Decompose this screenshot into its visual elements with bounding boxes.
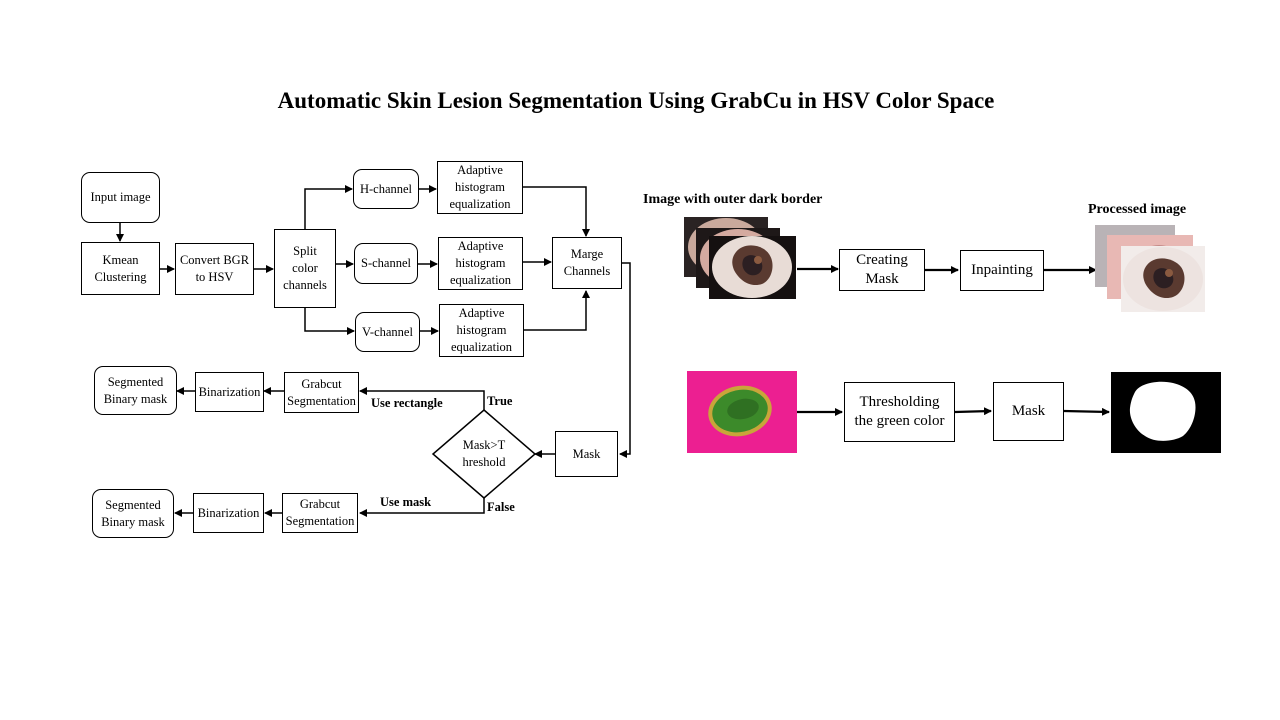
ahe-h-line1: Adaptive: [457, 163, 503, 178]
input-image-box: Input image: [81, 172, 160, 223]
thresholding-line1: Thresholding: [859, 393, 940, 410]
h-channel-label: H-channel: [359, 181, 413, 196]
ahe-v-line1: Adaptive: [458, 306, 505, 321]
binarization-top-label: Binarization: [198, 384, 261, 399]
decision-line2: hreshold: [462, 454, 506, 469]
mask-right-label: Mask: [1011, 402, 1046, 419]
creating-mask-line1: Creating: [856, 251, 908, 268]
processed-lesion-images: [1095, 225, 1205, 312]
creating-mask-line2: Mask: [865, 271, 899, 287]
s-channel-box: S-channel: [354, 243, 418, 284]
segmented-bottom-line1: Segmented: [105, 497, 161, 512]
ahe-s-line2: histogram: [455, 256, 506, 271]
convert-line1: Convert BGR: [179, 253, 250, 268]
ahe-s-line1: Adaptive: [457, 239, 504, 254]
segmented-top-line1: Segmented: [107, 374, 164, 389]
binarization-box-bottom: Binarization: [193, 493, 264, 533]
merge-line1: Marge: [570, 247, 604, 262]
split-line1: Split: [293, 244, 317, 259]
diagram-title: Automatic Skin Lesion Segmentation Using…: [277, 88, 995, 113]
convert-box: Convert BGR to HSV: [175, 243, 254, 295]
mask-left-label: Mask: [572, 446, 601, 461]
s-channel-label: S-channel: [361, 256, 411, 271]
use-rectangle-label: Use rectangle: [371, 396, 443, 410]
thresholding-box: Thresholding the green color: [844, 382, 955, 442]
use-mask-label: Use mask: [380, 495, 432, 509]
ahe-s-line3: equalization: [449, 272, 512, 287]
grabcut-top-line1: Grabcut: [301, 376, 342, 391]
false-label: False: [487, 500, 515, 514]
segmented-top-line2: Binary mask: [103, 391, 168, 406]
input-images-label: Image with outer dark border: [643, 192, 823, 207]
ahe-h-line2: histogram: [455, 180, 505, 195]
input-lesion-images: [684, 217, 796, 299]
decision-diamond: [431, 409, 537, 499]
thresholding-line2: the green color: [854, 413, 945, 429]
kmean-line2: Clustering: [94, 269, 147, 284]
mask-box-left: Mask: [555, 431, 618, 477]
binarization-bottom-label: Binarization: [197, 505, 260, 520]
input-image-label: Input image: [90, 190, 151, 205]
inpainting-label: Inpainting: [971, 261, 1033, 278]
grabcut-top-line2: Segmentation: [287, 393, 356, 408]
decision-line1: Mask>T: [462, 438, 506, 452]
ahe-v-line2: histogram: [456, 323, 507, 338]
decision-text: Mask>T hreshold: [444, 437, 524, 471]
v-channel-box: V-channel: [355, 312, 420, 352]
convert-line2: to HSV: [195, 270, 234, 284]
split-line3: channels: [283, 277, 327, 292]
true-label: True: [487, 394, 513, 408]
segmented-bottom-line2: Binary mask: [101, 514, 165, 529]
inpainting-box: Inpainting: [960, 250, 1044, 291]
binarization-box-top: Binarization: [195, 372, 264, 412]
h-channel-box: H-channel: [353, 169, 419, 209]
grabcut-bottom-line2: Segmentation: [285, 514, 355, 528]
ahe-h-line3: equalization: [449, 196, 511, 211]
binary-mask-image: [1111, 372, 1221, 453]
split-line2: color: [292, 261, 318, 276]
hsv-lesion-image: [687, 371, 797, 453]
ahe-v-line3: equalization: [450, 339, 513, 354]
mask-box-right: Mask: [993, 382, 1064, 441]
grabcut-bottom-line1: Grabcut: [299, 497, 341, 512]
v-channel-label: V-channel: [362, 324, 413, 339]
kmean-line1: Kmean: [102, 252, 139, 267]
processed-image-label: Processed image: [1088, 202, 1187, 217]
merge-line2: Channels: [563, 264, 611, 278]
